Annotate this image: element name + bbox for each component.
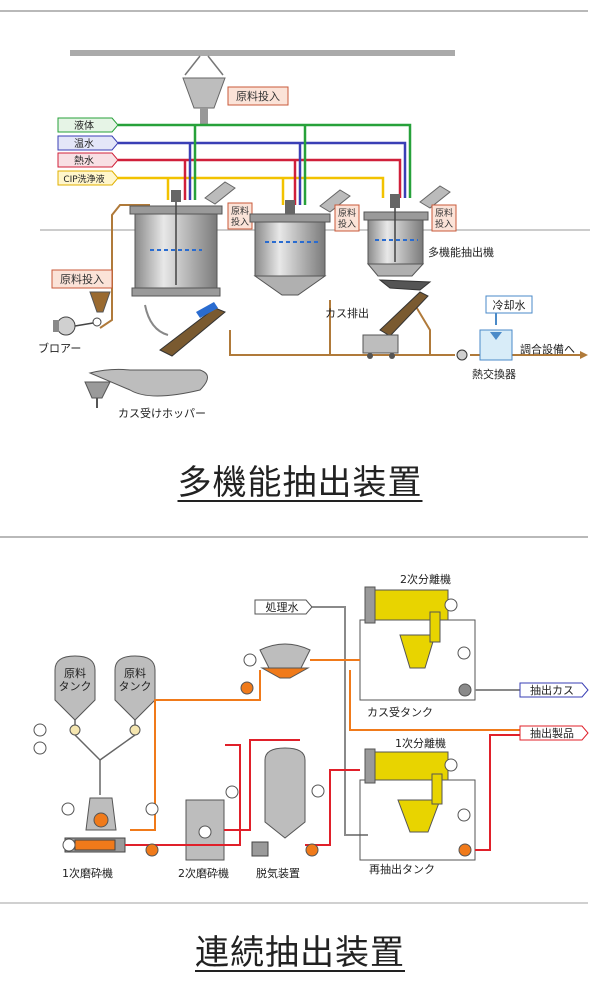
bottom-divider — [0, 902, 588, 904]
primary-separator — [359, 748, 476, 861]
secondary-mill — [185, 799, 225, 861]
label-to-blending: 調合設備へ — [520, 342, 575, 356]
svg-text:抽出カス: 抽出カス — [530, 683, 574, 697]
top-divider — [0, 10, 588, 12]
svg-text:原料タンク: 原料タンク — [119, 666, 152, 693]
top-feed-hopper — [182, 55, 226, 124]
label-reextract-tank: 再抽出タンク — [369, 862, 435, 876]
upper-collector-tank — [259, 643, 311, 679]
process-water-line — [312, 606, 368, 836]
discharge-tray-1 — [159, 302, 226, 357]
cooling-water-label: 冷却水 — [485, 295, 533, 314]
gauges — [33, 646, 471, 852]
raw-tank-2: 原料タンク — [114, 655, 156, 721]
deaerator — [251, 747, 306, 857]
extractor-tank-2 — [249, 189, 351, 296]
primary-mill — [64, 797, 126, 853]
svg-text:原料タンク: 原料タンク — [59, 666, 92, 693]
lees-receiving-hopper — [84, 368, 208, 408]
feed-label-tank2: 原料投入 — [334, 204, 360, 232]
label-lees-hopper: カス受けホッパー — [118, 407, 206, 420]
feed-label-tank1: 原料投入 — [227, 202, 253, 230]
extractor-tank-1 — [129, 181, 236, 297]
extractor-tank-3 — [363, 185, 451, 291]
left-feed-hopper — [89, 291, 111, 313]
secondary-separator — [359, 586, 476, 701]
ceiling-beam — [70, 50, 455, 56]
feed-label-top: 原料投入 — [227, 86, 289, 106]
label-secondary-mill: 2次磨砕機 — [178, 866, 229, 880]
label-lees-discharge: カス排出 — [325, 306, 369, 320]
line-tag-cip: CIP洗浄液 — [57, 170, 119, 186]
line-tag-warm: 温水 — [57, 135, 119, 151]
outlet-arrow — [580, 351, 588, 359]
svg-text:冷却水: 冷却水 — [493, 299, 526, 312]
svg-text:原料投入: 原料投入 — [60, 272, 104, 286]
svg-text:抽出製品: 抽出製品 — [530, 726, 574, 740]
svg-text:原料投入: 原料投入 — [435, 207, 453, 230]
product-piping — [125, 659, 520, 851]
middle-divider — [0, 536, 588, 538]
line-tag-liquid: 液体 — [57, 117, 119, 133]
blower — [53, 316, 102, 336]
feed-label-left: 原料投入 — [51, 269, 113, 289]
svg-text:熱水: 熱水 — [74, 154, 94, 167]
continuous-extraction-diagram: 処理水 原料タンク 原料タンク 1次磨砕機 2次磨砕機 脱気装置 — [33, 572, 589, 880]
svg-text:原料投入: 原料投入 — [236, 89, 280, 103]
transfer-pump — [456, 349, 468, 361]
svg-text:温水: 温水 — [74, 138, 94, 150]
caption-continuous: 連続抽出装置 — [195, 933, 405, 973]
output-tag-extract-lees: 抽出カス — [519, 682, 589, 698]
svg-text:液体: 液体 — [74, 119, 94, 132]
process-water-tag: 処理水 — [254, 599, 313, 615]
discharge-tray-3 — [379, 291, 429, 337]
utility-lines — [118, 123, 412, 205]
feed-label-tank3: 原料投入 — [431, 204, 457, 232]
heat-exchanger — [479, 313, 513, 361]
label-multi-extractor: 多機能抽出機 — [428, 245, 494, 259]
svg-text:CIP洗浄液: CIP洗浄液 — [63, 173, 104, 185]
label-primary-separator: 1次分離機 — [395, 736, 446, 750]
multi-function-extraction-diagram: 原料投入 液体 温水 熱水 CIP洗浄液 — [38, 50, 590, 420]
label-secondary-separator: 2次分離機 — [400, 572, 451, 586]
svg-text:原料投入: 原料投入 — [231, 205, 249, 228]
raw-tank-1: 原料タンク — [54, 655, 96, 721]
svg-text:原料投入: 原料投入 — [338, 207, 356, 230]
caption-multi-function: 多機能抽出装置 — [177, 463, 423, 503]
label-blower: ブロアー — [38, 341, 81, 355]
output-tag-extract-product: 抽出製品 — [519, 725, 589, 741]
label-heat-exchanger: 熱交換器 — [472, 367, 516, 381]
label-primary-mill: 1次磨砕機 — [62, 866, 113, 880]
lees-cart — [362, 334, 399, 359]
discharge-arrow-1 — [144, 304, 169, 336]
label-lees-tank: カス受タンク — [367, 706, 433, 719]
svg-text:処理水: 処理水 — [266, 601, 299, 614]
line-tag-hot: 熱水 — [57, 152, 119, 168]
pumps — [145, 681, 472, 857]
label-deaerator: 脱気装置 — [256, 866, 300, 880]
